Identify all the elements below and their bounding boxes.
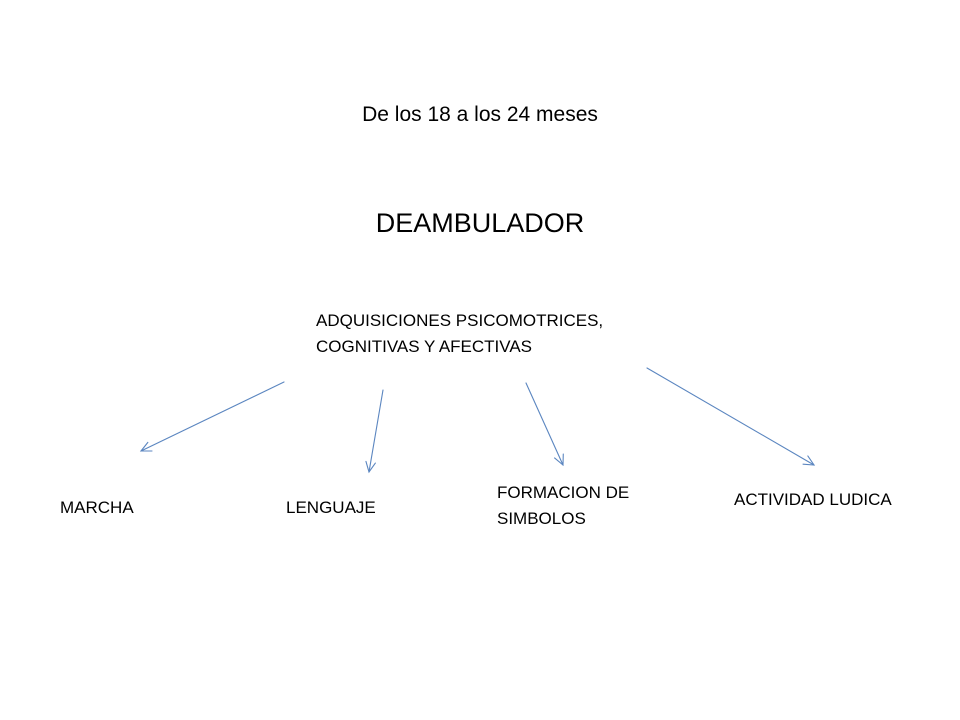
slide-subtitle: De los 18 a los 24 meses bbox=[362, 103, 598, 126]
arrow-to-simbolos bbox=[525, 382, 564, 467]
arrow-to-ludica bbox=[646, 367, 816, 466]
root-concept: ADQUISICIONES PSICOMOTRICES, COGNITIVAS … bbox=[316, 308, 603, 360]
arrow-to-lenguaje bbox=[365, 389, 384, 474]
node-lenguaje-label: LENGUAJE bbox=[286, 498, 376, 517]
node-marcha-label: MARCHA bbox=[60, 498, 134, 517]
node-formacion-de-simbolos: FORMACION DE SIMBOLOS bbox=[497, 480, 629, 532]
node-marcha: MARCHA bbox=[60, 495, 134, 521]
node-simbolos-line-2: SIMBOLOS bbox=[497, 509, 586, 528]
root-concept-line-2: COGNITIVAS Y AFECTIVAS bbox=[316, 337, 533, 356]
slide-title: DEAMBULADOR bbox=[375, 208, 585, 238]
root-concept-line-1: ADQUISICIONES PSICOMOTRICES, bbox=[316, 311, 604, 330]
node-simbolos-line-1: FORMACION DE bbox=[497, 483, 630, 502]
node-ludica-label: ACTIVIDAD LUDICA bbox=[734, 490, 892, 509]
node-lenguaje: LENGUAJE bbox=[286, 495, 376, 521]
arrow-to-marcha bbox=[139, 381, 285, 452]
node-actividad-ludica: ACTIVIDAD LUDICA bbox=[734, 487, 892, 513]
